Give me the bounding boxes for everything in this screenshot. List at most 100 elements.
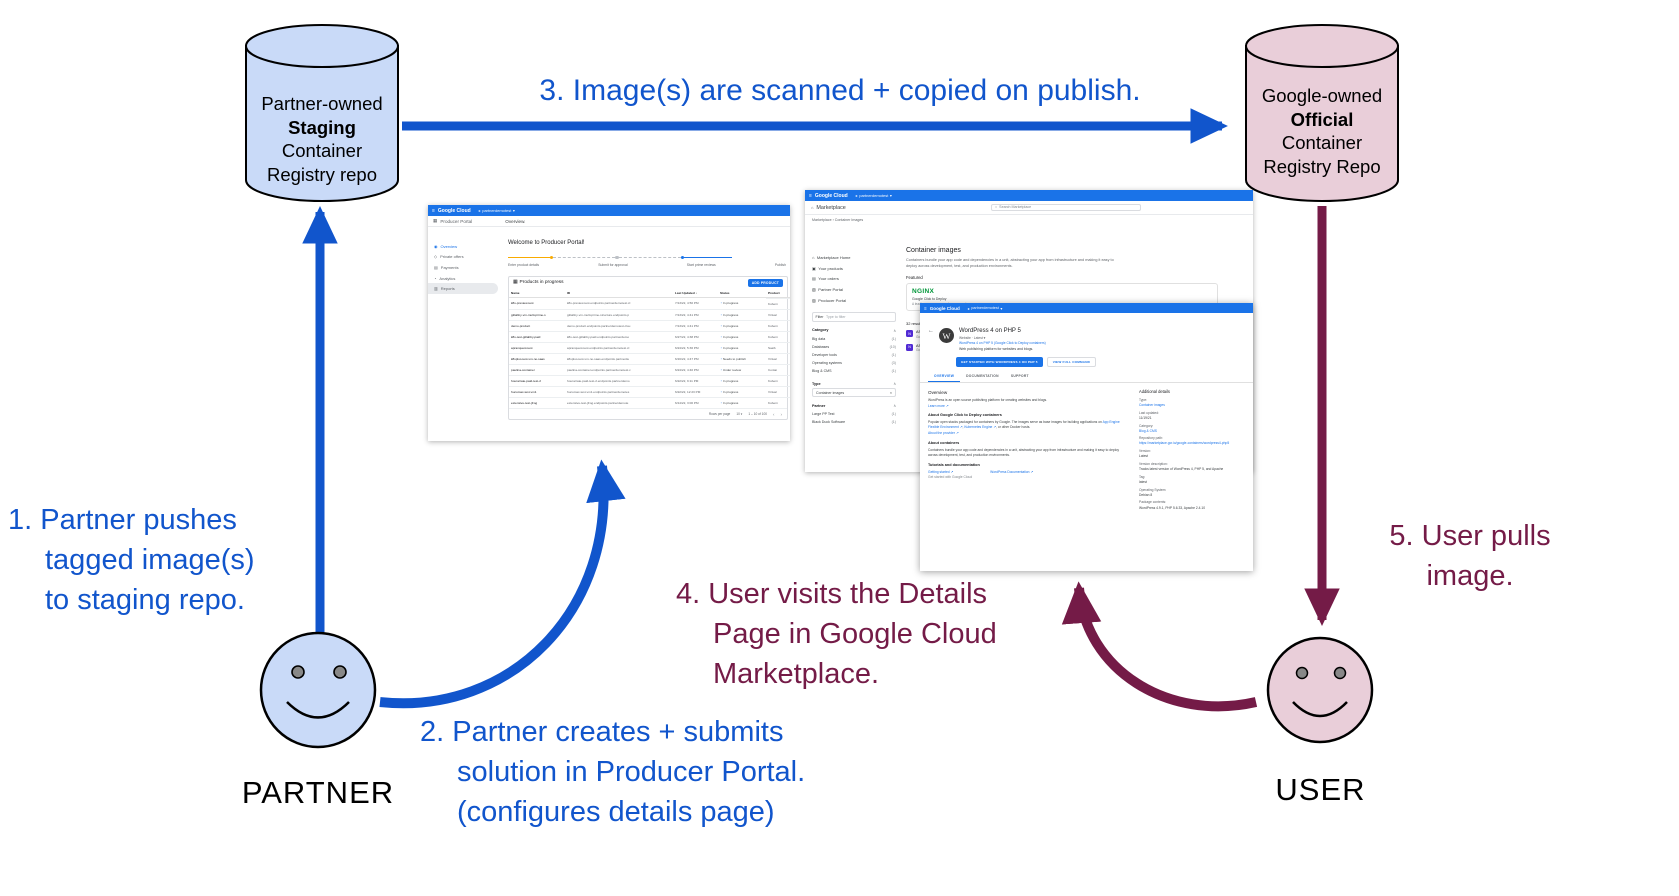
pp-sidebar-item[interactable]: ◇ Private offers bbox=[434, 254, 464, 260]
detail-row: Category: Blog & CMS bbox=[1139, 423, 1157, 433]
page-description: Containers bundle your app code and depe… bbox=[906, 258, 1114, 268]
product-row[interactable]: extensive-test-jfrog extensive-test-jfro… bbox=[509, 396, 790, 409]
publisher-link[interactable]: WordPress 4 on PHP 5 (Google Click to De… bbox=[959, 341, 1046, 345]
staging-repo-cylinder bbox=[245, 24, 399, 202]
partner-filter-item[interactable]: Black Duck Software (1) bbox=[812, 420, 896, 425]
menu-icon[interactable]: ≡ bbox=[809, 192, 812, 199]
column-header[interactable]: Last Updated ↓ bbox=[673, 289, 718, 299]
category-filter-item[interactable]: Big data (1) bbox=[812, 336, 896, 341]
category-filter-item[interactable]: Developer tools (1) bbox=[812, 352, 896, 357]
google-cloud-logo: Google Cloud bbox=[814, 192, 848, 199]
partner-face bbox=[259, 631, 377, 749]
project-selector[interactable]: ▸ partnerdemotest ▾ bbox=[967, 306, 1003, 311]
partner-section-header[interactable]: Partner ∧ bbox=[812, 403, 896, 409]
project-selector[interactable]: ▸ partnerdemotest ▾ bbox=[855, 193, 892, 198]
mp-sidebar-item[interactable]: ▧ Partner Portal bbox=[812, 287, 843, 293]
remove-filter-icon[interactable]: × bbox=[889, 390, 892, 395]
sidebar-item-icon: ▤ bbox=[812, 276, 816, 282]
detail-row: Repository path: https://marketplace.gcr… bbox=[1139, 436, 1230, 446]
collapse-icon: ∧ bbox=[893, 404, 896, 409]
mp-sidebar-item[interactable]: ▨ Producer Portal bbox=[812, 298, 847, 304]
detail-tab[interactable]: DOCUMENTATION bbox=[966, 373, 999, 378]
breadcrumb[interactable]: Marketplace › Container Images bbox=[812, 218, 864, 222]
product-row[interactable]: hucomac-test-vm1 hucomac-test-vm1.endpoi… bbox=[509, 385, 790, 398]
detail-tab[interactable]: OVERVIEW bbox=[928, 371, 961, 382]
wordpress-logo: W bbox=[939, 328, 954, 343]
column-header[interactable]: Name bbox=[509, 289, 565, 299]
mp-sidebar-item[interactable]: ⌂ Marketplace Home bbox=[812, 254, 851, 260]
product-title: WordPress 4 on PHP 5 bbox=[959, 328, 1021, 334]
page-size-select[interactable]: 10 ▾ bbox=[736, 412, 743, 417]
mp-sidebar-item[interactable]: ▤ Your orders bbox=[812, 276, 839, 282]
official-line-4: Registry Repo bbox=[1263, 156, 1381, 178]
pp-sidebar-item[interactable]: ▥ Reports bbox=[428, 283, 498, 294]
pp-sidebar-item[interactable]: ◔ Analytics bbox=[434, 275, 456, 281]
action-buttons: GET STARTED WITH WORDPRESS 4 ON PHP 5 VI… bbox=[920, 354, 1253, 371]
product-row[interactable]: apranquest-test apranquest-test.endpoint… bbox=[509, 341, 790, 354]
pp-sidebar-item[interactable]: ▤ Payments bbox=[434, 264, 459, 270]
mp-sidebar-item[interactable]: ▣ Your products bbox=[812, 265, 843, 271]
get-started-button[interactable]: GET STARTED WITH WORDPRESS 4 ON PHP 5 bbox=[956, 357, 1043, 368]
product-row[interactable]: hourarrate-paid-test-2 hourarrate-paid-t… bbox=[509, 374, 790, 387]
mp-toolbar: ⌂ Marketplace ○ Search Marketplace bbox=[805, 201, 1253, 215]
marketplace-search-input[interactable]: ○ Search Marketplace bbox=[991, 203, 1141, 211]
staging-line-1: Partner-owned bbox=[261, 93, 383, 114]
filter-input[interactable]: Filter Type to filter bbox=[812, 311, 896, 322]
partner-label: PARTNER bbox=[241, 775, 395, 810]
category-filter-item[interactable]: Databases (10) bbox=[812, 344, 896, 349]
sidebar-item-icon: ▥ bbox=[434, 286, 438, 292]
column-header[interactable]: Status bbox=[718, 289, 766, 299]
view-full-command-button[interactable]: VIEW FULL COMMAND bbox=[1046, 357, 1097, 368]
column-header[interactable]: ID bbox=[565, 289, 673, 299]
overview-column: Overview WordPress is an open source pub… bbox=[928, 387, 1129, 514]
getting-started-link[interactable]: Getting started ↗ bbox=[928, 469, 954, 474]
app-engine-link[interactable]: App Engine Flexible Environment ↗ bbox=[928, 420, 1120, 430]
about-gcd-text: Popular open stacks packaged for contain… bbox=[928, 420, 1120, 430]
sidebar-item-icon: ▣ bbox=[812, 265, 816, 271]
version-selector[interactable]: Website · Latest ▾ bbox=[959, 335, 986, 340]
learn-more-link[interactable]: Learn more ↗ bbox=[928, 403, 949, 408]
pp-sidebar: ◉ Overview ◇ Private offers ▤ Payments ◔… bbox=[428, 227, 498, 420]
chevron-down-icon: ▾ bbox=[1000, 306, 1003, 311]
project-selector[interactable]: ▸ partnerdemotest ▾ bbox=[478, 208, 515, 213]
mp-header-bar: ≡ Google Cloud ▸ partnerdemotest ▾ bbox=[805, 190, 1253, 201]
product-row[interactable]: gitlabby-vm-multi-prime-s gitlabby-vm-mu… bbox=[509, 308, 790, 321]
step-2-label: 2. Partner creates + submits solution in… bbox=[420, 716, 806, 829]
partner-filter-item[interactable]: Large PP Test (1) bbox=[812, 412, 896, 417]
project-arrow-icon: ▸ bbox=[855, 193, 858, 198]
about-provider-link[interactable]: About the provider ↗ bbox=[928, 431, 959, 436]
step-1-label: 1. Partner pushes tagged image(s) to sta… bbox=[8, 504, 255, 617]
step-4-label: 4. User visits the Details Page in Googl… bbox=[676, 578, 997, 691]
collapse-icon: ∧ bbox=[893, 382, 896, 387]
status-icon: ◔ bbox=[720, 301, 722, 306]
product-row[interactable]: demo-product demo-product.endpoints.part… bbox=[509, 319, 790, 332]
menu-icon[interactable]: ≡ bbox=[924, 305, 927, 311]
detail-row: Version: Latest bbox=[1139, 449, 1151, 459]
type-section-header[interactable]: Type ∧ bbox=[812, 381, 896, 387]
marketplace-title: Marketplace bbox=[816, 204, 846, 211]
wordpress-docs-link[interactable]: WordPress Documentation ↗ bbox=[990, 469, 1034, 474]
category-filter-item[interactable]: Blog & CMS (1) bbox=[812, 369, 896, 374]
back-arrow-icon[interactable]: ← bbox=[928, 328, 934, 334]
add-product-button[interactable]: ADD PRODUCT bbox=[747, 279, 783, 287]
chevron-down-icon: ▾ bbox=[512, 208, 515, 213]
project-arrow-icon: ▸ bbox=[967, 306, 970, 311]
kubernetes-engine-link[interactable]: Kubernetes Engine ↗ bbox=[964, 425, 997, 430]
next-page-icon[interactable]: › bbox=[780, 411, 783, 417]
product-row[interactable]: k8s-test-gitlabby-paid k8s-test-gitlabby… bbox=[509, 330, 790, 343]
category-filter-item[interactable]: Operating systems (3) bbox=[812, 361, 896, 366]
prev-page-icon[interactable]: ‹ bbox=[773, 411, 775, 417]
type-filter-chip[interactable]: Container images × bbox=[812, 387, 896, 398]
pp-sidebar-item[interactable]: ◉ Overview bbox=[434, 243, 458, 249]
category-section-header[interactable]: Category ∧ bbox=[812, 328, 896, 333]
menu-icon[interactable]: ≡ bbox=[432, 207, 435, 214]
product-row[interactable]: k8s-preview-test k8s-preview-test.endpoi… bbox=[509, 297, 790, 310]
product-row[interactable]: k8splus-test-vm-no-saas k8splus-test-vm-… bbox=[509, 352, 790, 365]
column-header[interactable]: Product bbox=[766, 289, 790, 299]
status-icon: ◔ bbox=[720, 378, 722, 383]
detail-tab[interactable]: SUPPORT bbox=[1010, 373, 1029, 378]
product-row[interactable]: paulina-container paulina-container.endp… bbox=[509, 363, 790, 376]
tutorials-heading: Tutorials and documentation bbox=[928, 462, 980, 467]
